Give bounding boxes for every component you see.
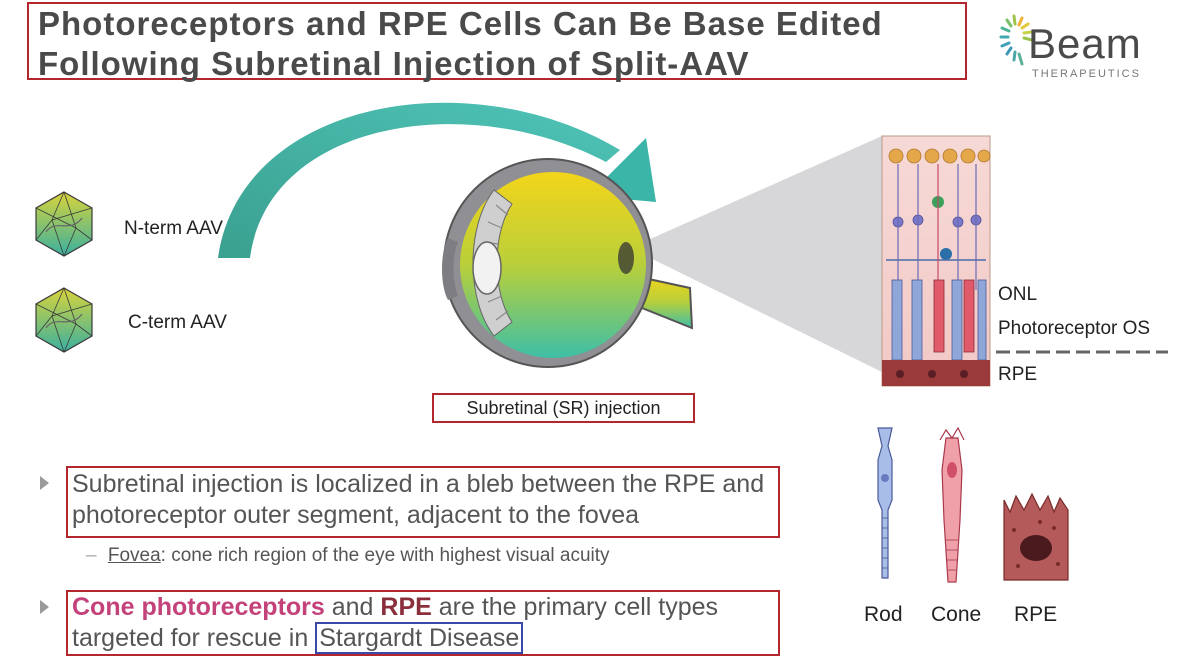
aav-capsid-icon [35,287,93,353]
subretinal-injection-label: Subretinal (SR) injection [432,393,695,423]
bullet-arrow-icon [40,476,49,490]
rpe-cell-label: RPE [1014,603,1058,626]
cone-photoreceptors-term: Cone photoreceptors [72,593,325,621]
aav-capsid-icon [35,191,93,257]
cone-label: Cone [931,603,982,626]
c-term-aav-label: C-term AAV [128,312,227,333]
cone-cell-icon [939,426,965,583]
bullet-2-rest: are the primary cell types targeted for … [72,593,719,652]
rod-cell-icon [877,427,893,579]
sub-bullet: – Fovea: cone rich region of the eye wit… [86,545,610,567]
slide-title: Photoreceptors and RPE Cells Can Be Base… [38,4,883,84]
photoreceptor-os-label: Photoreceptor OS [998,318,1151,339]
stargardt-disease-term: Stargardt Disease [315,622,524,654]
title-line-1: Photoreceptors and RPE Cells Can Be Base… [38,5,883,42]
sub-bullet-dash: – [86,545,97,566]
title-box [27,2,967,80]
retina-section [881,135,991,387]
fovea-term: Fovea [107,545,161,566]
rpe-layer-label: RPE [998,364,1038,385]
logo-subtitle: THERAPEUTICS [1032,68,1141,80]
zoom-projection [630,136,882,372]
eye-illustration [442,158,694,368]
bullet-1-box [66,466,780,538]
logo-wordmark: Beam [1028,20,1142,67]
bullet-2-and: and [324,593,381,621]
onl-label: ONL [998,284,1038,305]
bullet-arrow-icon [40,600,49,614]
bullet-2-text: Cone photoreceptors and RPE are the prim… [72,592,778,654]
n-term-aav-label: N-term AAV [124,218,223,239]
bullet-2-box [66,590,780,656]
rod-label: Rod [864,603,903,626]
rpe-term: RPE [380,593,432,621]
rpe-cell-icon [1003,492,1069,581]
bullet-1-text: Subretinal injection is localized in a b… [72,470,765,529]
beam-burst-icon [999,14,1034,66]
title-line-2: Following Subretinal Injection of Split-… [38,45,750,82]
fovea-definition: : cone rich region of the eye with highe… [160,545,610,566]
